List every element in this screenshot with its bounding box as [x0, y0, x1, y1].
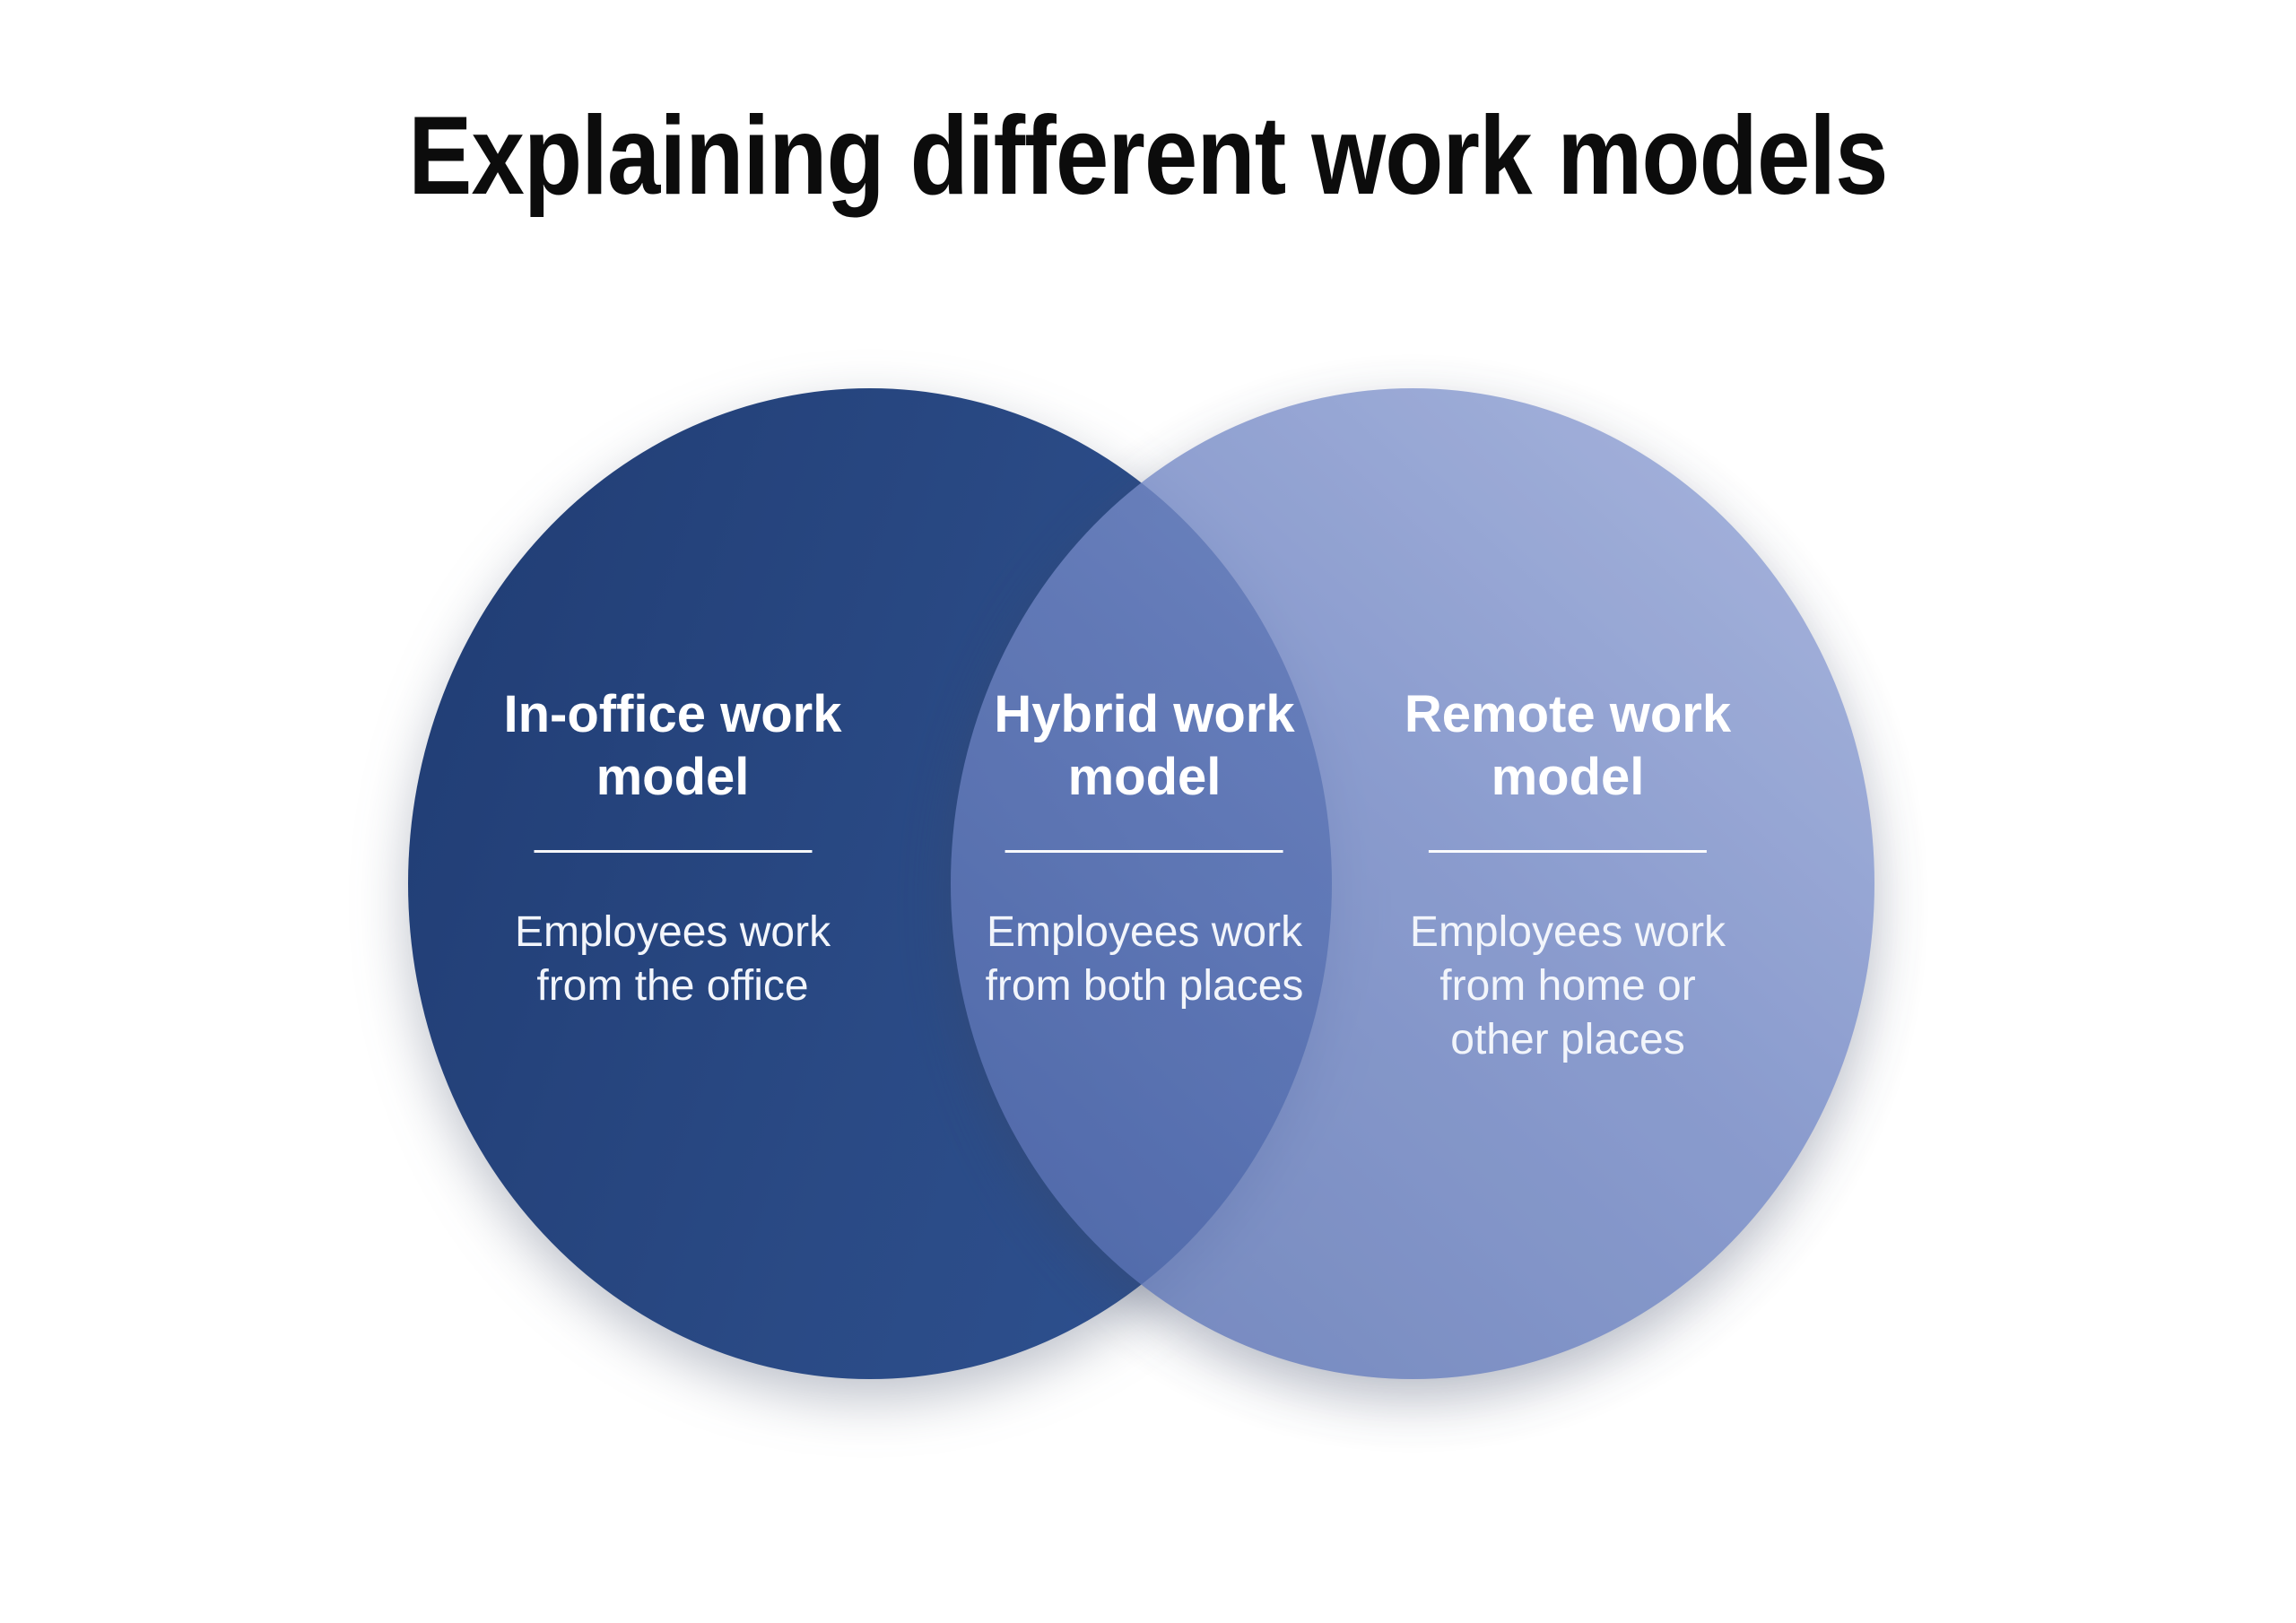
hybrid-heading-line-1: Hybrid work [994, 685, 1295, 743]
hybrid-heading-divider [1005, 850, 1283, 853]
remote-heading-divider [1428, 850, 1707, 853]
remote-description-line-2: from home or [1439, 962, 1696, 1010]
remote-heading-line-1: Remote work [1404, 685, 1732, 743]
hybrid-description: Employees work from both places [986, 906, 1304, 1013]
in-office-heading: In-office work model [503, 683, 841, 809]
page-title: Explaining different work models [0, 94, 2296, 218]
remote-description: Employees work from home or other places [1405, 906, 1731, 1067]
remote-label-group: Remote work model Employees work from ho… [1405, 683, 1731, 1067]
in-office-heading-line-2: model [596, 748, 750, 806]
in-office-description: Employees work from the office [503, 906, 841, 1013]
in-office-description-line-2: from the office [536, 962, 809, 1010]
remote-heading-line-2: model [1491, 748, 1645, 806]
remote-heading: Remote work model [1405, 683, 1731, 809]
remote-description-line-3: other places [1450, 1016, 1685, 1063]
in-office-heading-divider [534, 850, 812, 853]
remote-circle [951, 388, 1874, 1379]
hybrid-heading-line-2: model [1067, 748, 1222, 806]
hybrid-description-line-1: Employees work [986, 908, 1303, 956]
hybrid-heading: Hybrid work model [986, 683, 1304, 809]
in-office-heading-line-1: In-office work [503, 685, 842, 743]
page-title-text: Explaining different work models [408, 94, 1888, 218]
hybrid-label-group: Hybrid work model Employees work from bo… [986, 683, 1304, 1013]
in-office-label-group: In-office work model Employees work from… [503, 683, 841, 1013]
hybrid-description-line-2: from both places [985, 962, 1304, 1010]
in-office-description-line-1: Employees work [514, 908, 831, 956]
remote-description-line-1: Employees work [1409, 908, 1726, 956]
